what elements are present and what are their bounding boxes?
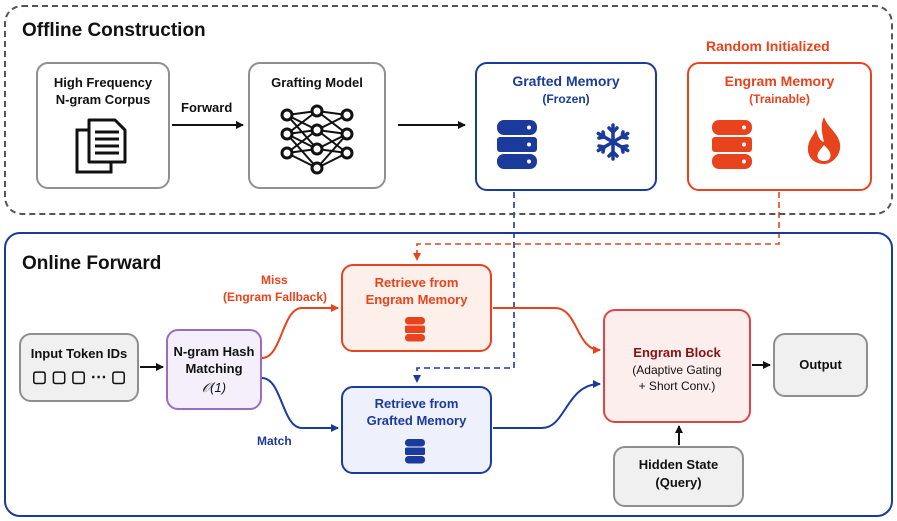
input-token-ids-label: Input Token IDs: [30, 346, 128, 361]
hidden-state-box: [613, 446, 744, 507]
retrieve-engram-line1: Retrieve from: [374, 275, 459, 290]
offline-construction-frame: [4, 5, 893, 215]
ngram-hash-label-line2: Matching: [185, 361, 243, 376]
grafted-memory-label: Grafted Memory: [512, 73, 620, 89]
neural-network-icon: [280, 104, 354, 175]
engram-block-title: Engram Block: [633, 345, 721, 360]
miss-fallback-label: (Engram Fallback): [223, 290, 328, 304]
grafted-to-block-arrow: [493, 380, 601, 429]
retrieve-engram-line2: Engram Memory: [365, 292, 468, 307]
grafted-memory-state: (Frozen): [542, 92, 590, 106]
online-forward-frame: [4, 232, 893, 517]
corpus-label-line1: High Frequency: [53, 75, 153, 90]
engram-block-line1: (Adaptive Gating: [632, 363, 722, 377]
database-icon: [712, 120, 752, 169]
document-icon: [75, 118, 127, 174]
grafting-model-label: Grafting Model: [271, 75, 363, 90]
online-title: Online Forward: [22, 253, 162, 274]
engram-memory-state: (Trainable): [749, 92, 810, 106]
input-token-ids-box: [19, 333, 139, 402]
engram-init-dashed-arrow: [413, 192, 780, 261]
miss-path-arrow: [261, 304, 339, 359]
match-path-arrow: [261, 377, 339, 432]
database-icon: [497, 120, 537, 169]
hidden-state-line1: Hidden State: [638, 457, 719, 472]
output-label: Output: [799, 357, 842, 372]
snowflake-icon: [596, 123, 630, 161]
engram-to-block-arrow: [493, 307, 601, 354]
database-icon: [405, 439, 425, 464]
engram-memory-label: Engram Memory: [724, 73, 835, 89]
corpus-label-line2: N-gram Corpus: [55, 92, 151, 107]
flame-icon: [807, 117, 841, 164]
retrieve-grafted-line1: Retrieve from: [374, 396, 459, 411]
retrieve-grafted-line2: Grafted Memory: [366, 413, 467, 428]
offline-title: Offline Construction: [22, 20, 206, 41]
miss-label: Miss: [261, 273, 288, 287]
grafted-dashed-arrow: [413, 192, 515, 383]
hash-complexity: 𝒪(1): [201, 380, 227, 395]
random-initialized-label: Random Initialized: [706, 38, 830, 54]
database-icon: [405, 317, 425, 342]
token-id-slots: ▢ ▢ ▢ ⋯ ▢: [31, 369, 127, 386]
output-box: [773, 333, 868, 397]
forward-label: Forward: [181, 100, 233, 115]
ngram-hash-label-line1: N-gram Hash: [173, 344, 255, 359]
engram-block-box: [603, 309, 751, 423]
engram-block-line2: + Short Conv.): [638, 379, 716, 393]
hidden-state-line2: (Query): [655, 475, 702, 490]
ngram-hash-box: [166, 329, 262, 410]
match-label: Match: [257, 434, 292, 448]
